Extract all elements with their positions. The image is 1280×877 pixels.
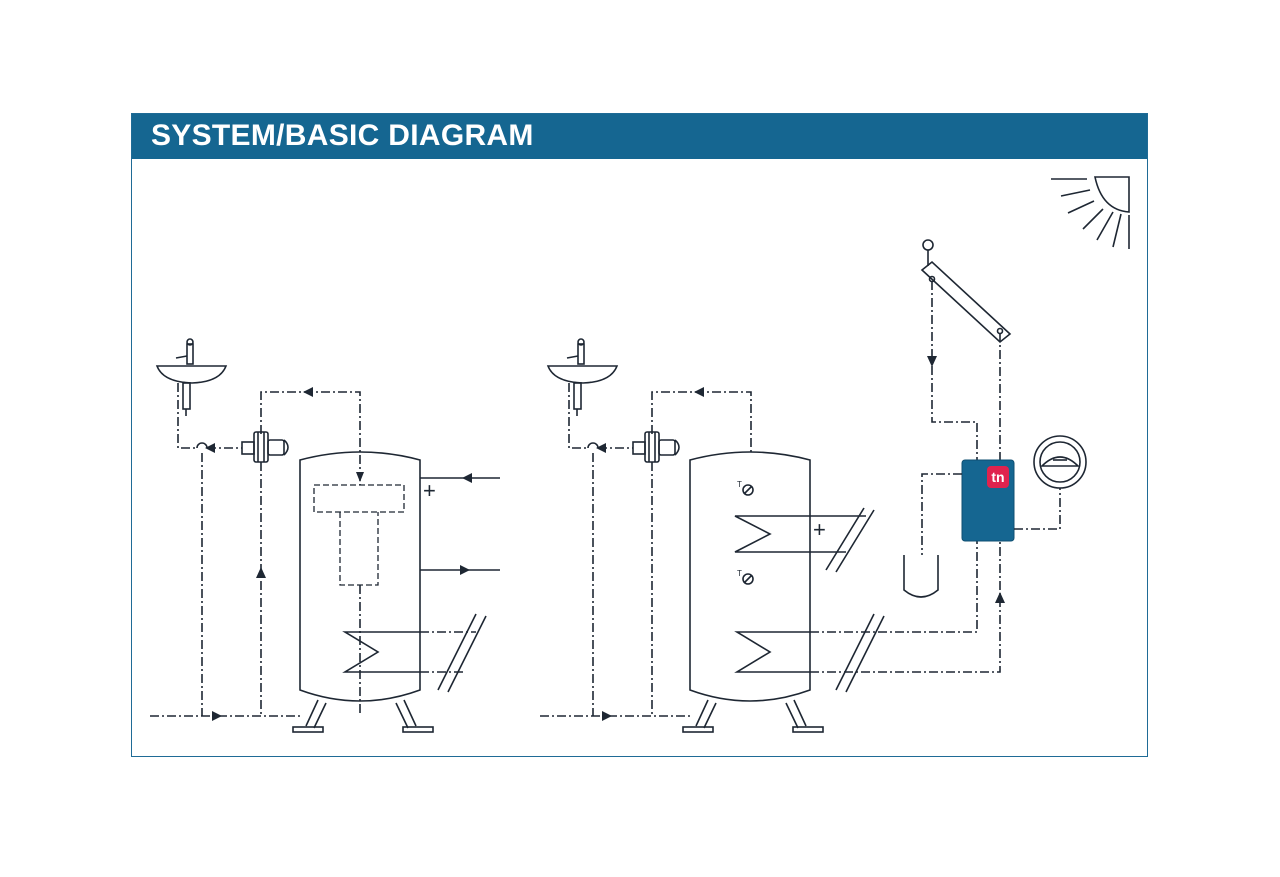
washbasin-left (155, 338, 228, 416)
lower-coil-right (734, 631, 810, 673)
solar-collector (920, 239, 1012, 344)
plus-symbol-right: + (813, 517, 826, 542)
right-system: T T + (540, 338, 1005, 733)
temperature-sensor-lower: T (737, 569, 754, 585)
plus-symbol-left: + (423, 478, 436, 503)
heat-exchanger-coil-left (342, 631, 420, 673)
page-title: SYSTEM/BASIC DIAGRAM (151, 119, 534, 152)
svg-text:T: T (737, 480, 742, 489)
solar-circuit: tn (903, 176, 1130, 598)
pressure-gauge-icon (1033, 435, 1087, 489)
storage-tank-right: T T + (682, 451, 875, 733)
solar-feed-line (810, 541, 1001, 673)
svg-text:T: T (737, 569, 742, 578)
controller-unit: tn (961, 459, 1015, 542)
pipe-hot-return-left (260, 391, 361, 485)
mixing-valve-left (241, 431, 289, 463)
storage-tank-left (292, 451, 487, 733)
sun-icon (1051, 176, 1130, 249)
upper-coil-right (734, 515, 810, 553)
temperature-sensor-upper: T (737, 480, 754, 496)
left-system: + (150, 338, 500, 733)
title-bar: SYSTEM/BASIC DIAGRAM (132, 114, 1147, 159)
pipe-crossover-left (196, 442, 208, 449)
washbasin-right (546, 338, 619, 416)
mixing-valve-right (632, 431, 680, 463)
controller-logo: tn (991, 469, 1004, 485)
expansion-vessel (903, 555, 939, 598)
pipe-basin-drop-left (177, 383, 197, 449)
internal-pipe-left (313, 484, 405, 513)
